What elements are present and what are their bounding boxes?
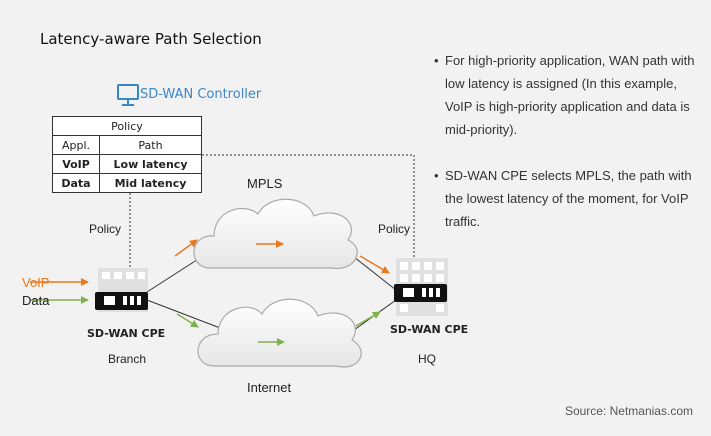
data-label: Data bbox=[22, 293, 50, 308]
bullet-text: For high-priority application, WAN path … bbox=[445, 53, 695, 137]
mpls-label: MPLS bbox=[247, 176, 283, 191]
data-to-internet-arrow bbox=[176, 313, 199, 328]
voip-flow-arrows bbox=[30, 239, 390, 286]
bullet-item: • SD-WAN CPE selects MPLS, the path with… bbox=[434, 164, 699, 233]
policy-path-cell: Mid latency bbox=[99, 173, 202, 193]
internet-cloud bbox=[197, 298, 362, 368]
control-lines bbox=[126, 154, 415, 298]
branch-cpe-label: SD-WAN CPE bbox=[87, 327, 166, 340]
policy-path-cell: Low latency bbox=[99, 154, 202, 174]
policy-table-header: Appl. bbox=[52, 135, 100, 155]
voip-to-hq-arrow bbox=[359, 255, 390, 274]
data-flow-arrows bbox=[30, 296, 381, 346]
mpls-cloud bbox=[193, 198, 358, 269]
internet-label: Internet bbox=[247, 380, 292, 395]
policy-app-cell: Data bbox=[52, 173, 100, 193]
branch-cpe-device bbox=[95, 292, 148, 310]
bullet-text: SD-WAN CPE selects MPLS, the path with t… bbox=[445, 168, 692, 229]
bullet-item: • For high-priority application, WAN pat… bbox=[434, 49, 699, 141]
branch-internet-link bbox=[146, 299, 229, 332]
controller-to-hq-line bbox=[202, 154, 415, 298]
bullet-dot: • bbox=[434, 53, 439, 68]
policy-table-title: Policy bbox=[52, 116, 202, 136]
policy-label-hq: Policy bbox=[378, 222, 411, 236]
hq-cpe-label: SD-WAN CPE bbox=[390, 323, 469, 336]
bullet-dot: • bbox=[434, 168, 439, 183]
voip-label: VoIP bbox=[22, 275, 50, 290]
branch-label: Branch bbox=[108, 352, 147, 366]
page-title: Latency-aware Path Selection bbox=[40, 30, 262, 48]
data-to-hq-arrow bbox=[355, 311, 381, 327]
hq-label: HQ bbox=[418, 352, 436, 366]
voip-to-mpls-arrow bbox=[174, 239, 198, 257]
branch-mpls-link bbox=[146, 255, 204, 293]
controller-label: SD-WAN Controller bbox=[140, 87, 262, 102]
source-credit: Source: Netmanias.com bbox=[564, 404, 693, 418]
policy-label-branch: Policy bbox=[89, 222, 122, 236]
policy-app-cell: VoIP bbox=[52, 154, 100, 174]
monitor-icon bbox=[117, 84, 139, 106]
hq-cpe-device bbox=[394, 284, 447, 302]
policy-table-header: Path bbox=[99, 135, 202, 155]
policy-table: Policy Appl. Path VoIP Low latency Data … bbox=[52, 116, 202, 193]
